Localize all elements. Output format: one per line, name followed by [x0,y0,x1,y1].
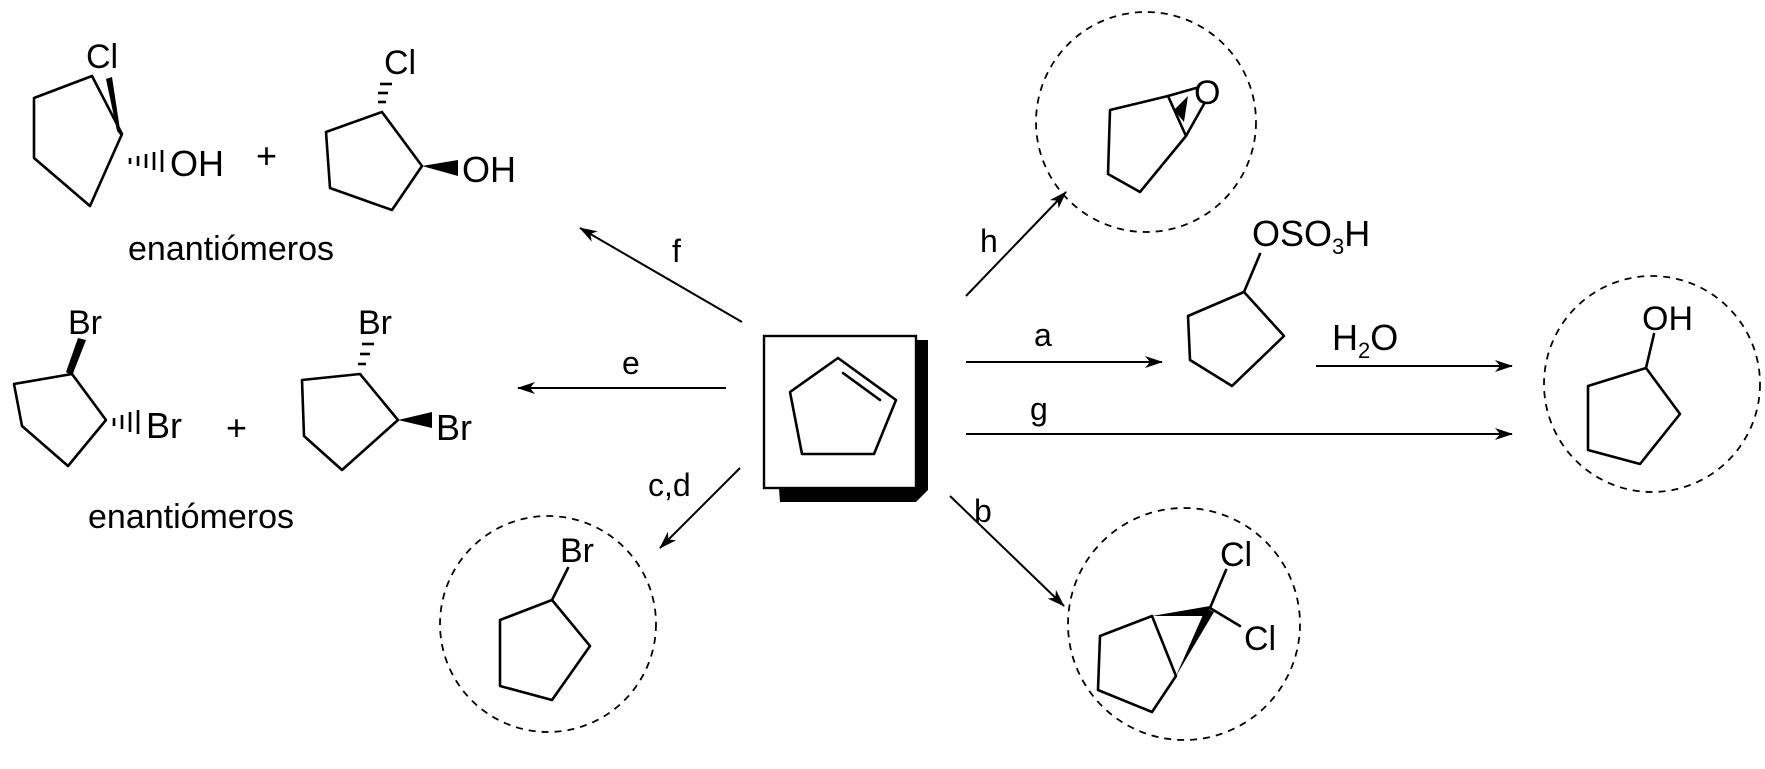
bond-oso3h [1242,252,1262,294]
reagent-cd: c,d [648,467,691,503]
wedge-bond-br [398,412,432,428]
dashed-circle [1035,11,1257,233]
reagent-f: f [672,233,681,269]
dashed-circle [439,515,657,733]
hashed-bond-oh [128,150,164,172]
wedge-bond [1174,96,1188,122]
ring [1106,94,1188,194]
cyclopentene-starting-material [762,334,928,502]
dashed-circle [1543,275,1761,493]
reagent-b: b [974,493,992,529]
bond-br [550,566,570,602]
product-dibromide-1: Br Br [12,304,182,468]
label-oh: OH [170,143,224,184]
label-cl: Cl [384,44,416,82]
dashed-circle [1067,507,1301,741]
wedge-bond-1 [1152,606,1210,616]
hashed-bond-br [112,410,140,434]
epoxide-bond-2 [1184,102,1206,138]
bond-cl-1 [1208,568,1228,610]
ring [324,110,424,212]
wedge-bond-oh [422,160,458,176]
caption-enantiomers-1: enantiómeros [128,230,334,268]
arrow-cd [659,467,741,549]
hashed-bond-br [358,342,374,366]
double-bond-line [841,371,882,402]
reagent-h2o: H2O [1332,317,1398,363]
wedge-bond-2 [1176,608,1214,676]
arrow-b [949,495,1065,607]
reaction-arrows [517,191,1513,607]
plus-sign-1: + [256,135,277,176]
hashed-bond-cl [378,82,392,104]
label-cl-2: Cl [1244,620,1276,658]
reagent-a: a [1034,317,1052,353]
product-dibromide-2: Br Br [300,304,472,472]
wedge-bond-cl [106,77,121,136]
product-chlorohydrin-2: Cl OH [324,44,516,212]
label-oso3h: OSO3H [1252,213,1370,259]
ring [32,74,124,208]
label-cl: Cl [86,38,118,76]
label-br: Br [436,407,472,448]
ring [12,372,108,468]
reagent-e: e [622,345,640,381]
product-epoxide: O [1035,11,1257,233]
product-dichlorocyclopropane: Cl Cl [1067,507,1301,741]
bond-oh [1644,332,1656,370]
ring [1096,614,1178,714]
product-alkyl-hydrogen-sulfate: OSO3H [1186,213,1370,388]
label-cl-1: Cl [1220,536,1252,574]
label-br: Br [146,405,182,446]
label-br: Br [358,304,392,342]
plus-sign-2: + [226,407,247,448]
label-br: Br [68,304,102,342]
ring [498,598,592,702]
cyclopentene-ring [788,356,898,456]
epoxide-bond-1 [1166,86,1198,98]
ring [300,372,400,472]
label-oh: OH [462,149,516,190]
product-bromocyclopentane: Br [439,515,657,733]
reagent-h: h [980,223,998,259]
product-chlorohydrin-1: Cl OH [32,38,224,208]
label-br: Br [560,532,594,570]
ring [1586,366,1682,466]
bond-cl-2 [1208,606,1242,628]
reagent-g: g [1030,391,1048,427]
label-oh: OH [1642,300,1693,338]
arrow-h [965,191,1067,297]
ring [1186,290,1286,388]
product-cyclopentanol: OH [1543,275,1761,493]
caption-enantiomers-2: enantiómeros [88,498,294,536]
wedge-bond-br [66,338,86,376]
arrow-f [579,227,743,323]
reagent-labels: f e c,d h a g b H2O [622,223,1398,529]
label-o: O [1194,74,1220,112]
